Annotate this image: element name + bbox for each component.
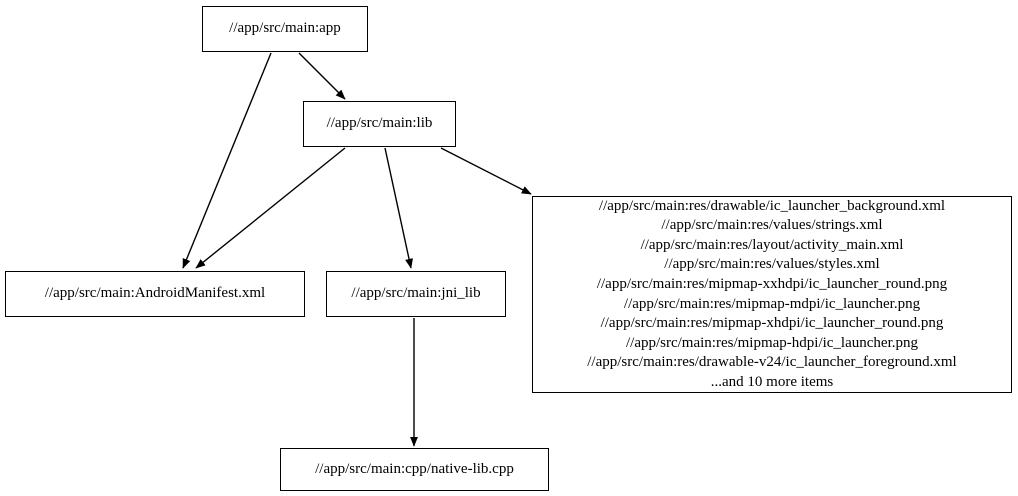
- node-lib[interactable]: //app/src/main:lib: [303, 101, 456, 147]
- node-native-lib-cpp[interactable]: //app/src/main:cpp/native-lib.cpp: [280, 448, 549, 491]
- node-app-label: //app/src/main:app: [229, 20, 341, 37]
- edge-lib-to-res: [440, 147, 532, 195]
- node-native-lib-cpp-label: //app/src/main:cpp/native-lib.cpp: [315, 460, 514, 477]
- edge-app-to-lib: [298, 52, 346, 100]
- node-res-bundle[interactable]: //app/src/main:res/drawable/ic_launcher_…: [532, 196, 1012, 393]
- node-jni-lib-label: //app/src/main:jni_lib: [351, 285, 481, 302]
- edge-app-to-manifest: [182, 52, 272, 269]
- node-android-manifest[interactable]: //app/src/main:AndroidManifest.xml: [5, 271, 305, 317]
- node-lib-label: //app/src/main:lib: [326, 115, 433, 132]
- node-app[interactable]: //app/src/main:app: [202, 6, 368, 52]
- node-android-manifest-label: //app/src/main:AndroidManifest.xml: [44, 285, 266, 302]
- node-jni-lib[interactable]: //app/src/main:jni_lib: [326, 271, 506, 317]
- edge-lib-to-jnilib: [384, 147, 413, 269]
- edge-lib-to-manifest: [195, 147, 346, 269]
- node-res-bundle-label: //app/src/main:res/drawable/ic_launcher_…: [587, 197, 957, 390]
